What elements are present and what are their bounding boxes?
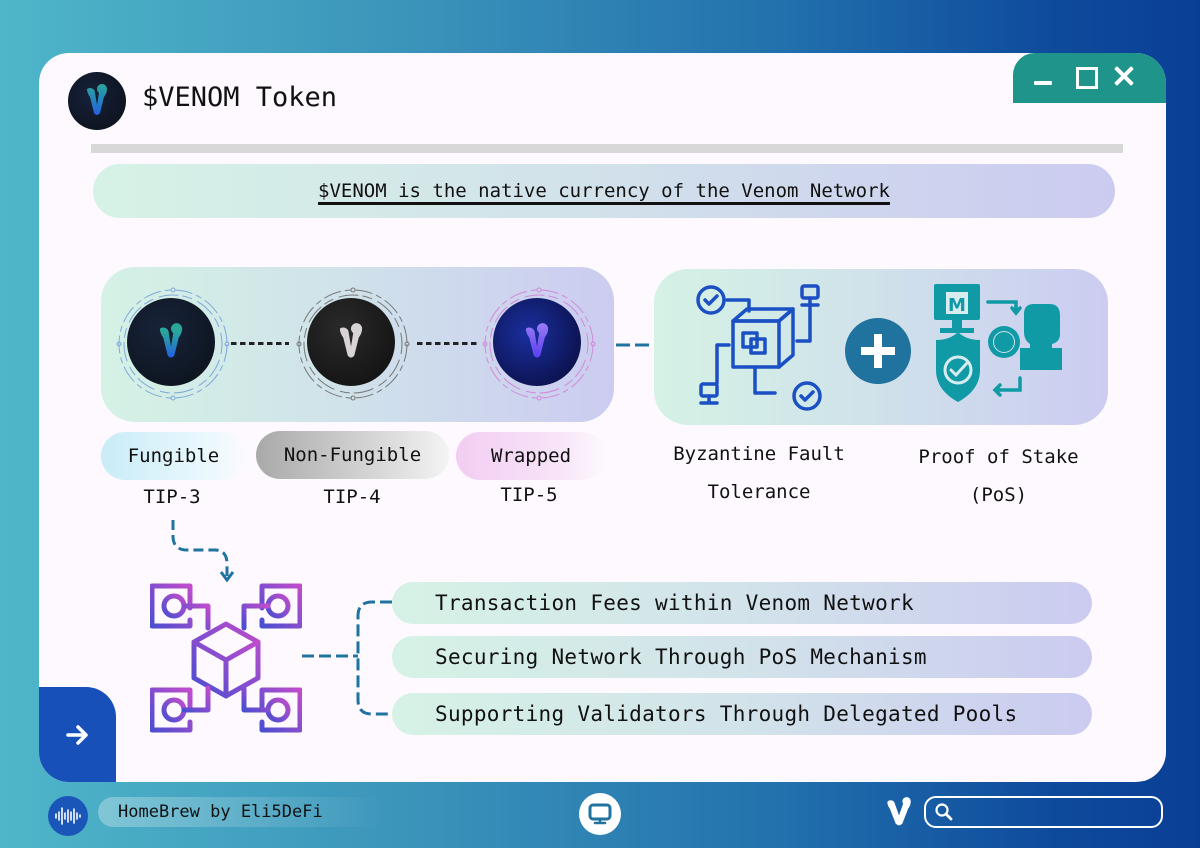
token-connector [231,342,289,345]
fungible-coin [127,298,215,386]
circuit-ring-icon [296,287,410,401]
non-fungible-coin [307,298,395,386]
venom-logo [68,72,126,130]
minimize-icon[interactable] [1031,63,1057,89]
window-controls [1013,53,1166,103]
standard-tip5: TIP-5 [500,484,558,506]
venom-v-icon [525,323,549,358]
svg-text:M: M [948,295,966,316]
header-divider [91,144,1123,153]
token-non-fungible [293,284,413,404]
audio-button[interactable] [48,796,88,836]
venom-v-icon [339,323,363,358]
wrapped-coin [493,298,581,386]
standard-tip4: TIP-4 [323,486,381,508]
maximize-icon[interactable] [1071,63,1098,89]
pos-label: Proof of Stake (PoS) [918,446,1079,506]
search-bar[interactable] [924,796,1163,828]
utility-item: Transaction Fees within Venom Network [392,582,1092,624]
venom-logo-icon [87,84,107,115]
label-non-fungible: Non-Fungible [256,431,449,479]
label-wrapped: Wrapped [456,432,606,480]
token-wrapped [479,284,599,404]
utilities-bracket [302,600,392,716]
circuit-ring-icon [482,287,596,401]
arrow-right-icon [65,724,88,745]
circuit-ring-icon [116,287,230,401]
token-fungible [113,284,233,404]
venom-logo-icon[interactable] [884,797,914,827]
next-button[interactable] [39,687,116,782]
plus-icon [845,318,911,384]
audio-wave-icon [55,807,81,825]
panel-connector [616,341,656,347]
label-fungible: Fungible [101,432,246,480]
desktop-button[interactable] [579,793,621,835]
utility-item: Supporting Validators Through Delegated … [392,693,1092,735]
bft-label: Byzantine Fault Tolerance [673,443,845,503]
flow-arrow-icon [171,520,235,583]
utility-item: Securing Network Through PoS Mechanism [392,636,1092,678]
token-standards-panel [101,267,614,422]
bft-network-icon [696,284,822,411]
monitor-icon [588,803,612,825]
search-input[interactable] [960,804,1161,820]
token-connector [417,342,477,345]
brand-label: HomeBrew by Eli5DeFi [98,797,388,827]
intro-banner: $VENOM is the native currency of the Ven… [93,164,1115,218]
search-icon [935,803,953,821]
standard-tip3: TIP-3 [143,486,201,508]
venom-v-icon [159,323,183,358]
token-utility-network-icon [150,583,302,733]
intro-text: $VENOM is the native currency of the Ven… [318,180,890,202]
app-title: $VENOM Token [142,82,338,113]
proof-of-stake-icon: M [934,284,1062,402]
close-icon[interactable] [1111,63,1137,89]
